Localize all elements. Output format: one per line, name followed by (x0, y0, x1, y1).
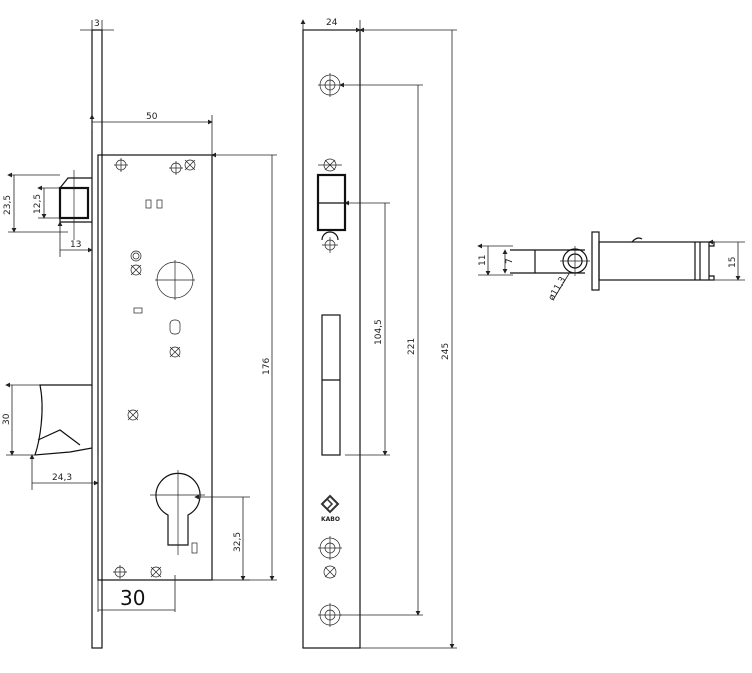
faceplate (302, 29, 361, 649)
faceplate-edge (91, 29, 103, 649)
side-latch (510, 249, 585, 274)
dim-body-width: 50 (146, 112, 158, 122)
dim-faceplate-thickness: 3 (94, 19, 100, 29)
side-body (598, 241, 710, 281)
lock-body (97, 154, 213, 581)
side-view: 11 7 ø11,3 15 (478, 231, 745, 303)
dim-latch-height-outer: 23,5 (3, 195, 13, 215)
side-faceplate (591, 231, 600, 291)
dim-length: 245 (441, 343, 451, 360)
brand-logo: KABO (320, 494, 340, 523)
dim-hook-projection: 24,3 (52, 473, 72, 483)
dim-hook-height: 30 (2, 413, 12, 425)
dim-side-outer: 11 (478, 255, 488, 266)
dim-backset: 30 (120, 586, 145, 610)
front-view: 3 50 23,5 12,5 13 30 24,3 176 32,5 30 (2, 19, 277, 649)
svg-text:KABO: KABO (321, 516, 340, 523)
faceplate-view: KABO 24 104,5 221 245 (303, 18, 457, 648)
dim-latch-to-bolt: 104,5 (374, 319, 384, 345)
dim-side-inner: 7 (505, 258, 515, 264)
dim-cylinder-offset: 32,5 (233, 532, 243, 552)
dim-faceplate-width: 24 (326, 18, 338, 28)
dim-latch-projection: 13 (70, 240, 81, 250)
dim-side-height: 15 (728, 257, 738, 268)
dim-body-height: 176 (262, 358, 272, 375)
hook-bolt (34, 384, 93, 456)
dim-latch-height-inner: 12,5 (33, 194, 43, 214)
dim-screw-spacing: 221 (407, 338, 417, 355)
bolt-slot (321, 314, 341, 456)
dim-side-diameter: ø11,3 (547, 275, 568, 302)
body-holes (113, 158, 196, 579)
